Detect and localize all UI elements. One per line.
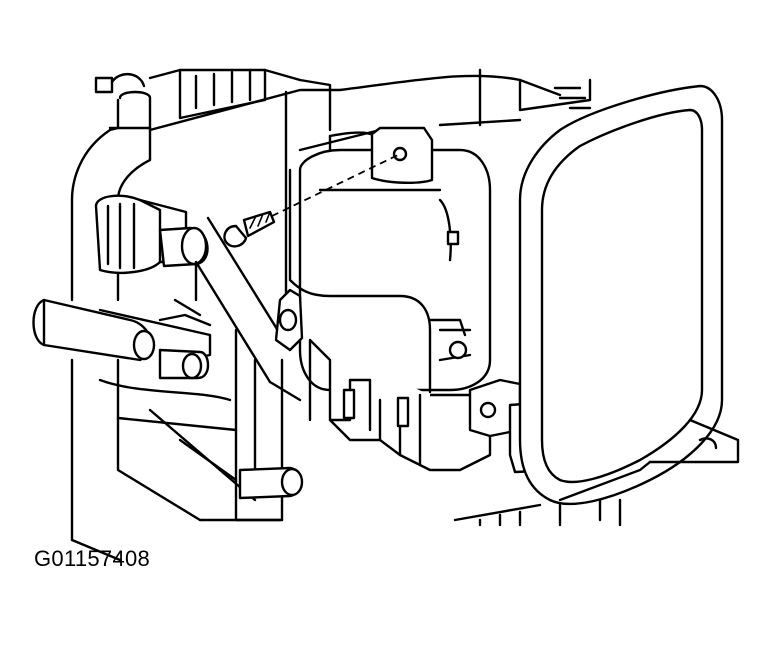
module-base (308, 338, 492, 472)
connector-block (94, 194, 188, 275)
pipe-stub (158, 226, 209, 268)
horizontal-pipe (32, 298, 212, 380)
screw (223, 210, 276, 248)
housing-frame (94, 68, 592, 302)
rod-clip (274, 288, 304, 352)
right-lower-bracket (453, 418, 740, 527)
lower-pipe-stub (238, 466, 304, 500)
lower-brackets (70, 358, 284, 562)
module-latch (428, 318, 468, 360)
mounting-tab (370, 126, 434, 184)
figure-id-label: G01157408 (34, 546, 151, 571)
right-bezel (518, 84, 724, 506)
control-module (288, 128, 492, 394)
